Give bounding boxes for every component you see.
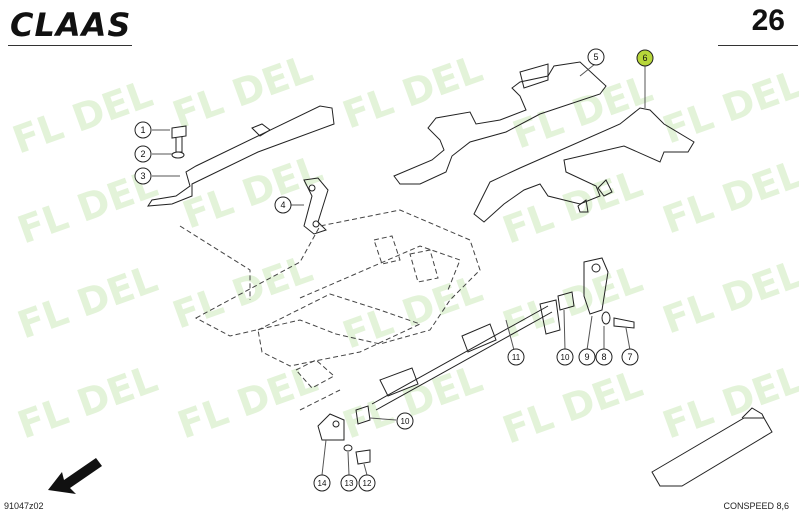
part-hinge-bracket	[583, 257, 609, 315]
callout-label: 3	[140, 171, 145, 181]
callout-8: 8	[595, 348, 613, 366]
frame-outline	[179, 209, 481, 411]
callout-circle	[313, 474, 331, 492]
callout-circle	[595, 348, 613, 366]
callout-label: 9	[584, 352, 589, 362]
page-number: 26	[751, 4, 785, 37]
callout-10: 10	[556, 348, 574, 366]
callout-circle	[556, 348, 574, 366]
part-bushing	[355, 405, 371, 425]
brand-logo: CLAAS	[10, 6, 132, 44]
callout-label: 6	[642, 53, 647, 63]
callout-7: 7	[621, 348, 639, 366]
callout-circle	[274, 196, 292, 214]
leader-lines	[152, 63, 646, 476]
part-bolt	[613, 317, 635, 329]
callout-circle	[134, 145, 152, 163]
callout-label: 14	[318, 479, 327, 488]
part-rod	[371, 305, 553, 411]
part-small-bracket	[303, 177, 329, 235]
callout-11: 11	[507, 348, 525, 366]
callout-1: 1	[134, 121, 152, 139]
header-rule-right	[718, 45, 798, 46]
header-rule-left	[8, 45, 132, 46]
callout-label: 1	[140, 125, 145, 135]
callout-2: 2	[134, 145, 152, 163]
callout-label: 8	[601, 352, 606, 362]
callout-14: 14	[313, 474, 331, 492]
callout-13: 13	[340, 474, 358, 492]
callout-label: 10	[561, 353, 570, 362]
part-washer	[343, 444, 353, 452]
part-upper-guide	[393, 61, 607, 185]
part-bolt	[355, 449, 371, 465]
callout-9: 9	[578, 348, 596, 366]
callout-label: 13	[345, 479, 354, 488]
callout-10: 10	[396, 412, 414, 430]
callout-label: 12	[363, 479, 372, 488]
callout-circle	[134, 167, 152, 185]
callout-6: 6	[636, 49, 654, 67]
callout-circle	[587, 48, 605, 66]
part-lower-guide	[473, 107, 695, 223]
callout-circle	[507, 348, 525, 366]
part-bushing	[557, 291, 575, 311]
callout-5: 5	[587, 48, 605, 66]
callout-label: 2	[140, 149, 145, 159]
source-label: CONSPEED 8,6	[723, 501, 789, 511]
callout-circle	[578, 348, 596, 366]
callout-label: 5	[593, 52, 598, 62]
part-plate	[317, 413, 345, 441]
callout-label: 11	[512, 353, 521, 362]
part-tube	[651, 417, 773, 487]
callout-3: 3	[134, 167, 152, 185]
part-washer	[601, 311, 611, 325]
part-left-bar	[147, 105, 335, 207]
callout-label: 7	[627, 352, 632, 362]
callout-circle	[396, 412, 414, 430]
callout-circle	[134, 121, 152, 139]
callout-circle	[636, 49, 654, 67]
callout-circle	[340, 474, 358, 492]
callout-circle	[358, 474, 376, 492]
callout-4: 4	[274, 196, 292, 214]
callout-circle	[621, 348, 639, 366]
direction-arrow-icon	[48, 458, 102, 494]
part-bolt	[171, 125, 187, 153]
callout-label: 10	[401, 417, 410, 426]
callout-12: 12	[358, 474, 376, 492]
part-washer	[171, 151, 185, 159]
drawing-id: 91047z02	[4, 501, 44, 511]
callout-label: 4	[280, 200, 285, 210]
